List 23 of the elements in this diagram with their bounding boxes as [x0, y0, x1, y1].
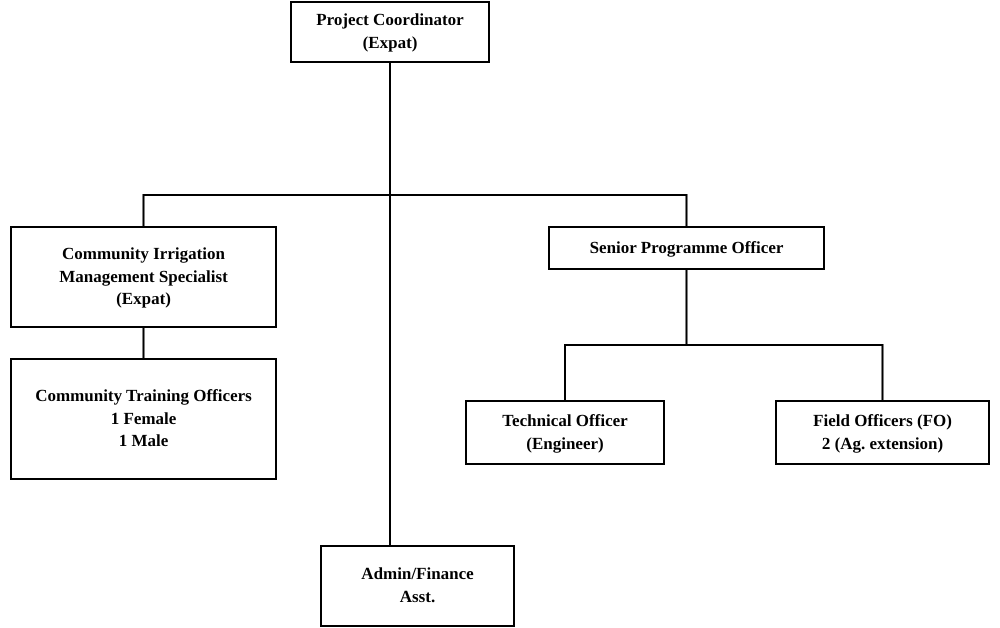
- box-text: Field Officers (FO): [813, 410, 952, 432]
- box-text: Community Irrigation Management Specialist: [58, 242, 229, 288]
- org-box: [320, 545, 515, 627]
- org-box: [465, 400, 665, 465]
- box-text: Asst.: [400, 586, 436, 608]
- org-box: [10, 226, 277, 328]
- box-text: 1 Male: [118, 430, 168, 452]
- box-text: Project Coordinator: [316, 9, 464, 32]
- box-text: Community Training Officers: [35, 384, 252, 407]
- org-box: [10, 358, 277, 480]
- org-box: [290, 1, 490, 63]
- box-text: Technical Officer: [502, 410, 628, 432]
- box-text: (Expat): [362, 32, 418, 54]
- box-text: Senior Programme Officer: [590, 236, 784, 259]
- org-box: [548, 226, 825, 270]
- box-text: (Engineer): [526, 432, 604, 455]
- connector-line: [686, 270, 884, 400]
- connector-line: [142, 328, 144, 358]
- box-text: Admin/Finance: [361, 563, 474, 586]
- box-text: (Expat): [116, 288, 171, 310]
- box-text: 1 Female: [110, 408, 176, 430]
- box-text: 2 (Ag. extension): [822, 432, 944, 455]
- org-box: [775, 400, 990, 465]
